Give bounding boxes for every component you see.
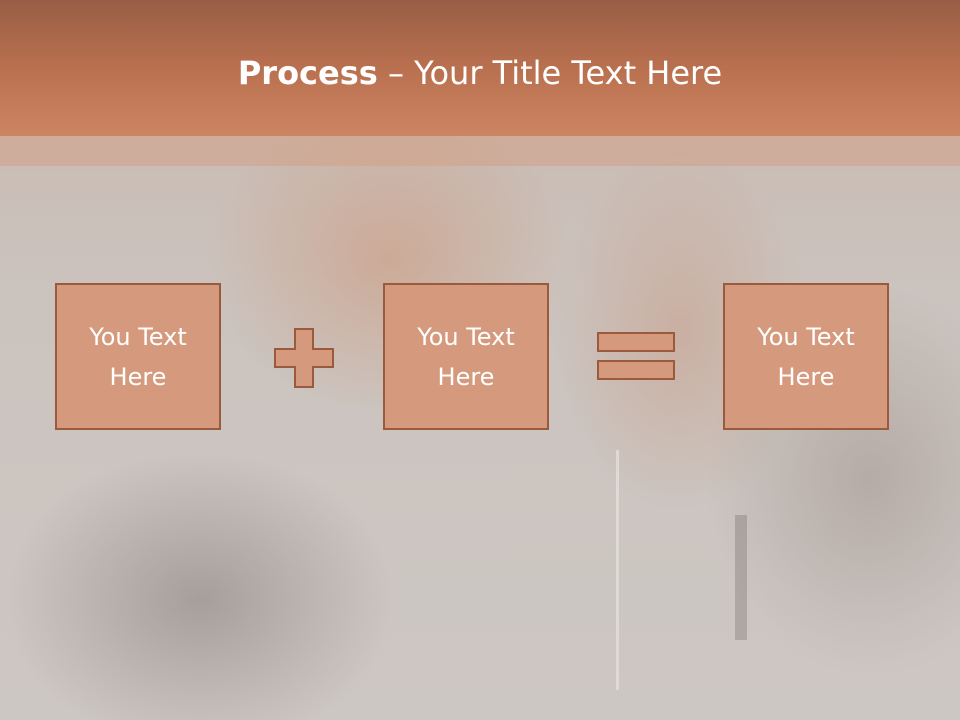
process-box-1[interactable]: You Text Here [55,283,221,430]
process-box-label: You Text Here [89,322,187,391]
title-banner [0,0,960,136]
process-box-label: You Text Here [417,322,515,391]
title-bold: Process [237,54,378,92]
photo-detail [735,515,747,640]
plus-icon [274,328,334,388]
title-rest: – Your Title Text Here [377,54,723,92]
photo-detail [616,450,619,690]
process-box-label: You Text Here [757,322,855,391]
process-box-3[interactable]: You Text Here [723,283,889,430]
banner-strip [0,136,960,166]
process-box-2[interactable]: You Text Here [383,283,549,430]
slide-title: Process – Your Title Text Here [0,54,960,92]
equals-icon [597,332,675,380]
